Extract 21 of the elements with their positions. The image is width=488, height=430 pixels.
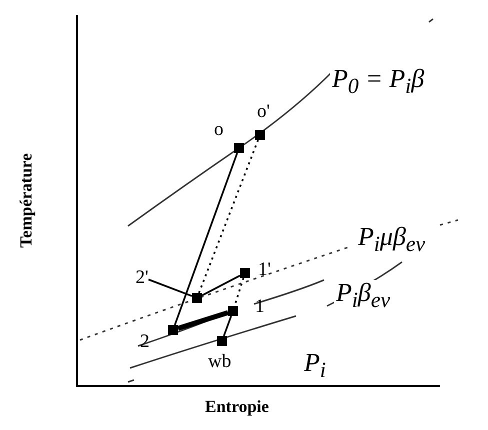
point-label: 2' xyxy=(136,268,148,286)
state-point-marker xyxy=(168,325,178,335)
state-point-marker xyxy=(217,336,227,346)
process-line xyxy=(177,310,229,331)
point-label: 1' xyxy=(258,260,271,279)
process-line xyxy=(174,152,238,326)
leader-line xyxy=(148,278,192,297)
point-label: o xyxy=(214,120,224,139)
process-line xyxy=(222,316,232,336)
process-line xyxy=(202,274,240,296)
state-point-marker xyxy=(255,130,265,140)
state-point-marker xyxy=(192,293,202,303)
axis-title: Entropie xyxy=(205,398,269,415)
state-point-marker xyxy=(228,306,238,316)
state-point-marker xyxy=(240,268,250,278)
point-label: wb xyxy=(208,352,232,371)
axis-title: Température xyxy=(18,152,35,248)
point-label: 1 xyxy=(255,297,264,316)
state-point-marker xyxy=(234,143,244,153)
point-label: o' xyxy=(257,102,270,121)
process-line xyxy=(198,140,259,294)
